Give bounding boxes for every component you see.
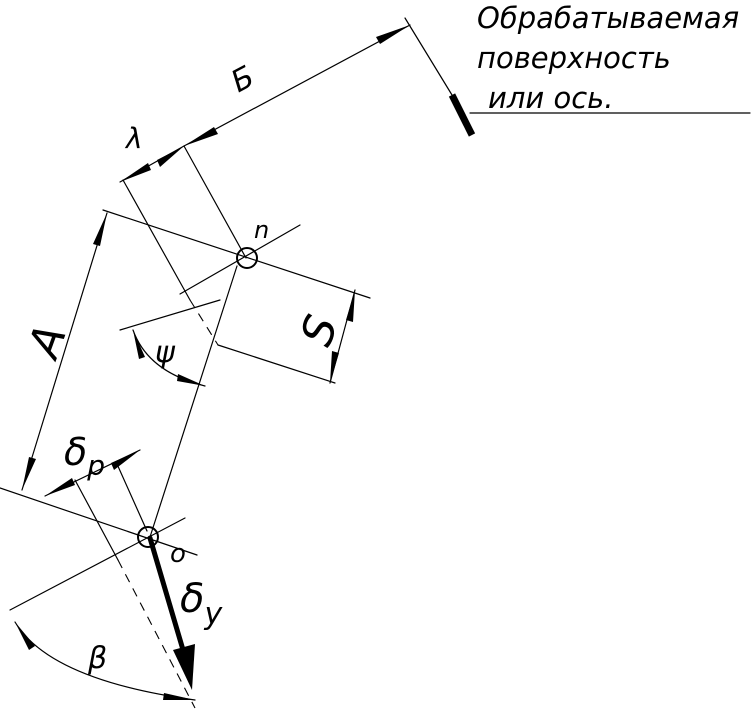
point-o-marker [137, 526, 159, 548]
caption-line-2: поверхность [477, 41, 671, 75]
label-psi: ψ [155, 335, 176, 370]
extension-line-lower [122, 179, 191, 301]
arrowhead-lambda-right [157, 146, 184, 167]
caption-line-3: или ось. [488, 81, 613, 115]
arrowhead-beta-right [163, 693, 195, 700]
label-n: n [254, 216, 269, 244]
surface-marker [448, 93, 476, 137]
label-delta-p-symbol: δ [64, 430, 87, 474]
dimension-line-b [183, 24, 411, 147]
label-delta-y-symbol: δ [180, 576, 204, 622]
label-delta-y-subscript: y [203, 597, 223, 632]
arrowhead-delta-p-right [111, 450, 140, 470]
label-delta-p: δp [64, 430, 105, 482]
label-o: o [170, 539, 186, 569]
normal-line-o [9, 517, 186, 611]
psi-reference-line [119, 299, 221, 331]
extension-line-upper [183, 145, 247, 259]
arrowhead-delta-p-left [45, 478, 75, 496]
arrowhead-psi-top [133, 330, 145, 359]
arrowhead-s-bottom [330, 351, 339, 383]
arrowhead-b-top [376, 25, 410, 44]
projection-dashed-lower [117, 559, 196, 709]
delta-y-vector [147, 535, 189, 663]
label-a: A [17, 318, 76, 367]
arrowhead-psi-bottom [177, 374, 205, 386]
tool-line-o [0, 487, 198, 556]
label-beta: β [87, 641, 107, 676]
leader-line [404, 17, 453, 96]
arrowhead-a-top [93, 213, 107, 246]
label-s: S [291, 309, 348, 353]
label-lambda: λ [124, 122, 143, 155]
arrowhead-a-bottom [22, 457, 36, 490]
extension-line-delta-p [116, 463, 148, 532]
arrowhead-beta-left [15, 622, 35, 650]
label-delta-y: δy [180, 576, 223, 632]
dimension-line-a [21, 212, 108, 491]
extension-line-lower-left [74, 479, 119, 561]
tool-line-n [102, 209, 371, 299]
normal-line-n [179, 224, 301, 295]
arrowhead-s-top [346, 290, 355, 322]
point-n-marker [236, 247, 258, 269]
link-line-n-o [149, 265, 238, 538]
arrowhead-lambda-left [120, 163, 151, 182]
delta-y-arrowhead [173, 644, 195, 690]
label-b: Б [226, 59, 261, 100]
s-extension-lower [217, 344, 336, 384]
arrowhead-b-bottom [184, 127, 218, 146]
label-delta-p-subscript: p [86, 449, 105, 482]
caption-line-1: Обрабатываемая [477, 1, 739, 35]
